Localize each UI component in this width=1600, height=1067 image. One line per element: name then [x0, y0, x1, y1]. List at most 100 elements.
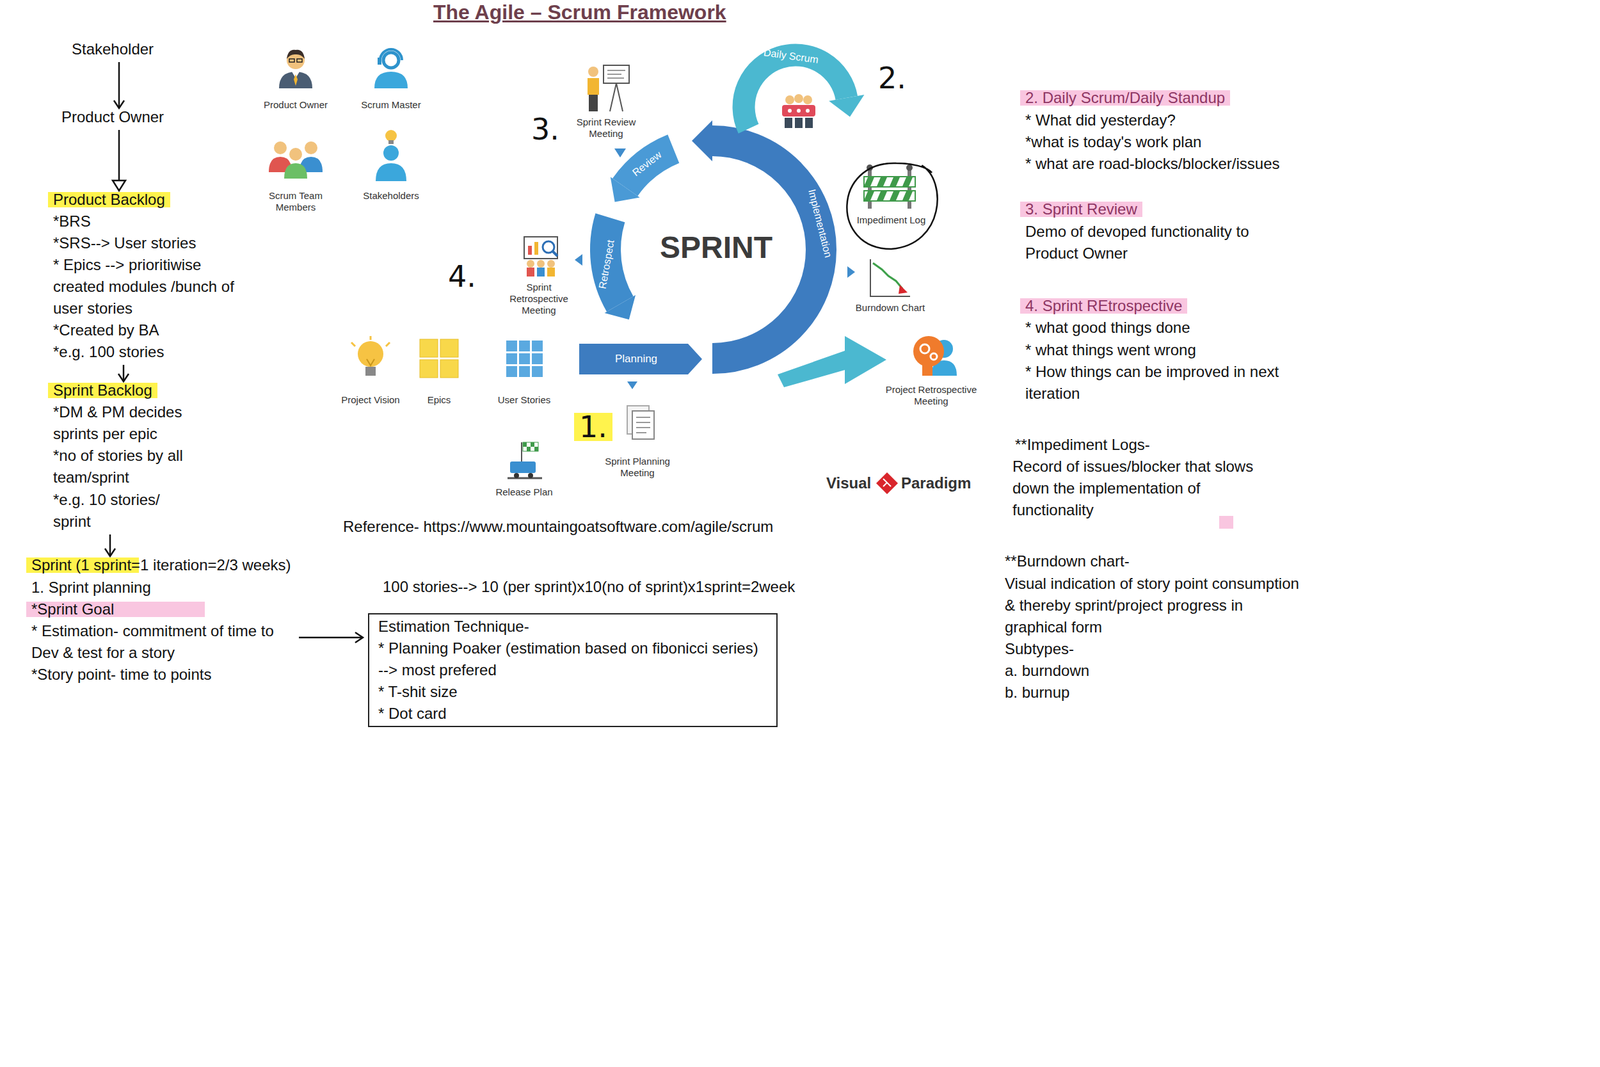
note-heading: 3. Sprint Review — [1025, 198, 1138, 221]
planning-doc-icon — [627, 405, 655, 440]
note-text: * Epics --> prioritiwise created modules… — [53, 254, 252, 320]
epics-icon — [419, 339, 459, 378]
project-retro-icon — [913, 336, 957, 376]
note-text: *no of stories by all team/sprint — [53, 444, 220, 489]
note-text: Sprint (1 sprint=1 iteration=2/3 weeks) — [31, 554, 292, 576]
marker-triangle — [847, 266, 856, 278]
pink-mark — [1219, 515, 1234, 529]
logo-text: Paradigm — [901, 473, 971, 493]
note-text: *SRS--> User stories — [53, 232, 196, 255]
box-text: * Planning Poaker (estimation based on f… — [378, 637, 768, 681]
icon-label: User Stories — [492, 394, 557, 406]
flow-arrow — [298, 636, 363, 639]
note-heading: 4. Sprint REtrospective — [1025, 295, 1183, 317]
callout-number: 3. — [531, 112, 560, 147]
process-box: Estimation Technique-* Planning Poaker (… — [368, 613, 778, 728]
review-arc — [625, 148, 674, 187]
cycle-title: SPRINT — [659, 229, 773, 266]
user-stories-icon — [506, 340, 543, 377]
flow-arrow — [118, 62, 121, 109]
band-fill — [579, 343, 703, 375]
team-icon — [268, 141, 323, 179]
hand-circle — [846, 163, 937, 249]
flow-arrow — [109, 534, 112, 557]
icon-label: Product Owner — [254, 99, 338, 111]
marker-triangle — [574, 254, 583, 266]
note-text: Product Backlog — [53, 188, 166, 211]
review-head — [610, 176, 640, 202]
retro-meeting-icon — [524, 236, 558, 277]
note-text: *Story point- time to points — [31, 663, 212, 686]
icon-label: Scrum Master — [349, 99, 433, 111]
note-text: * what good things done — [1025, 316, 1191, 339]
stakeholder-icon — [375, 129, 407, 182]
note-text: b. burnup — [1004, 681, 1070, 704]
scrum-master-icon — [374, 49, 408, 89]
note-text: *e.g. 10 stories/ sprint — [53, 488, 201, 533]
logo-text: Visual — [826, 473, 872, 493]
flow-arrow — [118, 129, 121, 181]
icon-label: Sprint Retrospective Meeting — [497, 281, 581, 317]
review-meeting-icon — [587, 65, 630, 112]
arrow-head — [104, 548, 116, 557]
note-text: **Burndown chart- — [1004, 550, 1130, 573]
note-text: Demo of devoped functionality to Product… — [1025, 220, 1295, 265]
icon-label: Release Plan — [488, 486, 560, 498]
note-text: *BRS — [53, 210, 91, 233]
product-owner-icon — [279, 49, 313, 89]
note-text: * What did yesterday? — [1025, 109, 1176, 132]
node-text: Planning — [579, 343, 703, 375]
callout-number: 1. — [579, 409, 608, 445]
note-text: Subtypes- — [1004, 638, 1074, 660]
note-text: * what things went wrong — [1025, 339, 1197, 361]
note-text: 100 stories--> 10 (per sprint)x10(no of … — [382, 576, 795, 598]
note-text: Product Owner — [61, 106, 164, 128]
note-text: Sprint Backlog — [53, 379, 153, 402]
note-text: *e.g. 100 stories — [53, 341, 164, 363]
arrow-head — [355, 632, 363, 643]
barrier-icon — [864, 164, 916, 209]
icon-label: Epics — [410, 394, 468, 406]
note-text: *Sprint Goal — [31, 598, 114, 621]
diagram-title: The Agile – Scrum Framework — [433, 0, 727, 25]
note-text: * what are road-blocks/blocker/issues — [1025, 152, 1280, 175]
icon-label: Project Retrospective Meeting — [873, 384, 989, 408]
icon-label: Scrum Team Members — [263, 190, 328, 214]
circled-item: Impediment Log — [838, 161, 944, 251]
box-text: * T-shit size — [378, 680, 768, 703]
flow-arrow — [122, 364, 125, 382]
arrow-head — [113, 100, 125, 109]
daily-scrum-head — [828, 94, 864, 117]
note-text: 1. Sprint planning — [31, 576, 152, 599]
icon-label: Sprint Planning Meeting — [602, 455, 673, 479]
arrow-head — [118, 373, 129, 382]
circle-outline — [838, 161, 944, 251]
note-text: Record of issues/blocker that slows down… — [1012, 455, 1282, 521]
callout-number: 2. — [878, 60, 907, 96]
icon-label: Burndown Chart — [845, 302, 936, 314]
note-text: Visual indication of story point consump… — [1004, 572, 1306, 639]
icon-label: Project Vision — [335, 394, 406, 406]
marker-triangle — [627, 381, 638, 390]
note-text: *what is today's work plan — [1025, 131, 1202, 153]
note-text: * Estimation- commitment of time to Dev … — [31, 620, 294, 664]
note-text: a. burndown — [1004, 659, 1090, 682]
box-text: Estimation Technique- — [378, 615, 768, 638]
release-plan-icon — [507, 442, 543, 479]
note-heading: 2. Daily Scrum/Daily Standup — [1025, 87, 1225, 109]
note-text: **Impediment Logs- — [1015, 433, 1151, 456]
note-text: Stakeholder — [71, 38, 154, 61]
icon-label: Sprint Review Meeting — [570, 116, 642, 140]
note-text: Reference- https://www.mountaingoatsoftw… — [343, 515, 774, 538]
note-text: * How things can be improved in next ite… — [1025, 360, 1288, 405]
arrow-head — [112, 180, 126, 191]
daily-scrum-icon — [782, 94, 816, 128]
note-text: *DM & PM decides sprints per epic — [53, 401, 214, 445]
vision-icon — [351, 336, 390, 376]
burndown-icon — [870, 259, 911, 297]
implementation-head — [691, 120, 713, 162]
retrospect-head — [604, 295, 636, 320]
daily-scrum-arc — [743, 55, 847, 129]
